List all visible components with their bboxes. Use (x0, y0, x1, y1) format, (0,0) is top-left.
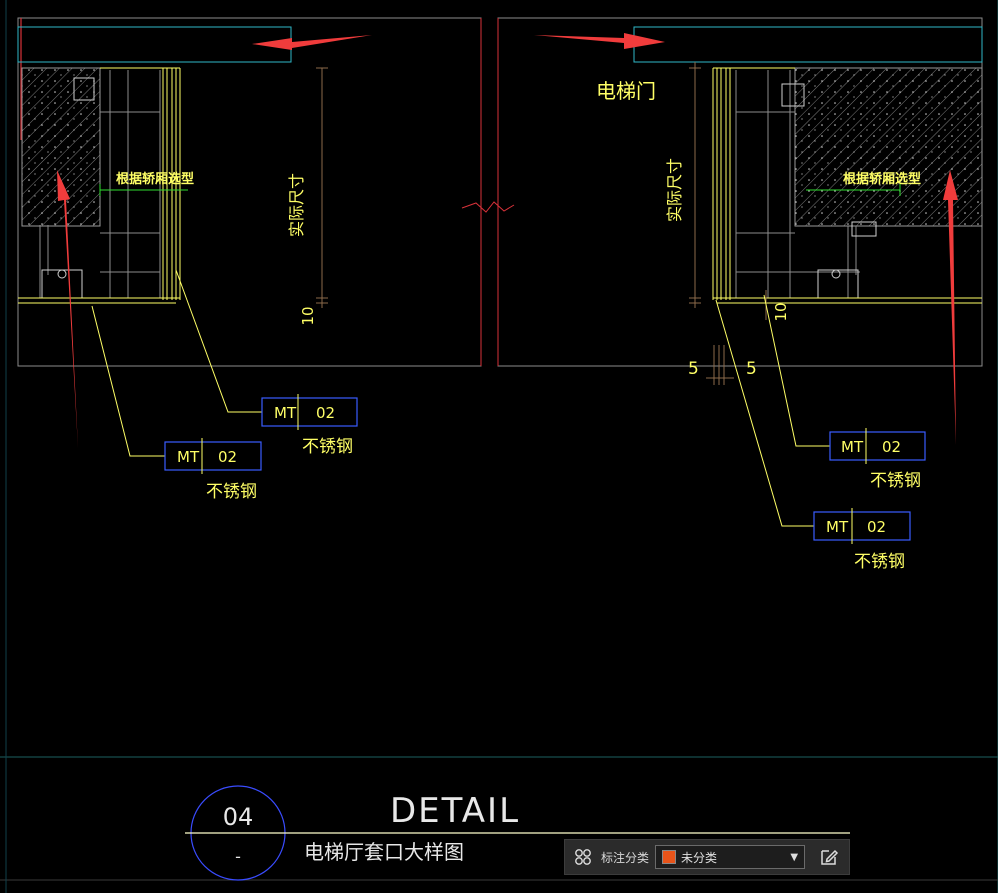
right-mid-bracket (851, 221, 877, 237)
right-steel-frame (735, 70, 860, 298)
tag-1-material: 不锈钢 (302, 437, 353, 457)
right-leader-2 (715, 299, 814, 527)
right-vertical-dimension (689, 62, 767, 385)
material-tag-3[interactable]: MT 02 不锈钢 (829, 428, 926, 491)
annotation-category-label: 标注分类 (601, 850, 650, 865)
right-concrete-aggregate (795, 68, 982, 226)
right-arrow-top (534, 33, 665, 49)
left-top-bracket (73, 77, 95, 101)
tag-4-code: MT (826, 518, 849, 536)
tag-1-code: MT (274, 404, 297, 422)
edit-icon (821, 849, 839, 865)
right-door-header (633, 26, 983, 63)
right-detail-view: 根据轿厢选型 电梯门 实际尺寸 10 5 5 (497, 17, 983, 527)
right-car-select-label: 根据轿厢选型 (843, 171, 921, 187)
material-tag-2[interactable]: MT 02 不锈钢 (164, 438, 262, 502)
tag-4-material: 不锈钢 (854, 552, 905, 572)
left-door-header (17, 26, 292, 63)
left-arrow-top (252, 35, 372, 50)
left-steel-frame (39, 70, 161, 298)
right-stainless-jamb (712, 67, 982, 304)
title-heading: DETAIL (390, 791, 520, 831)
title-number: 04 (223, 803, 254, 831)
tag-2-code: MT (177, 448, 200, 466)
title-block: 04 - DETAIL 电梯厅套口大样图 (185, 785, 850, 881)
left-actual-size-dim: 实际尺寸 (287, 173, 306, 237)
right-anchor-plate (817, 269, 859, 299)
tag-3-material: 不锈钢 (870, 471, 921, 491)
break-line-symbol (461, 201, 515, 213)
tag-3-number: 02 (882, 438, 901, 456)
annotation-category-select[interactable]: 未分类 ▼ (655, 845, 806, 869)
tag-4-number: 02 (867, 518, 886, 536)
right-dim-5-a: 5 (688, 359, 699, 379)
left-concrete-aggregate (22, 68, 100, 226)
right-actual-size-dim: 实际尺寸 (665, 158, 684, 222)
tag-2-material: 不锈钢 (206, 482, 257, 502)
left-leader-1 (175, 269, 262, 413)
right-bolt (831, 269, 841, 279)
left-car-select-label: 根据轿厢选型 (116, 171, 194, 187)
left-stainless-jamb (18, 67, 181, 304)
left-detail-view: 根据轿厢选型 实际尺寸 10 (17, 17, 482, 457)
chevron-down-icon: ▼ (790, 851, 799, 863)
left-vertical-dimension (316, 67, 328, 308)
grid-icon (575, 849, 591, 865)
elevator-door-label: 电梯门 (596, 79, 656, 103)
category-selected-value: 未分类 (681, 850, 718, 865)
left-leader-2 (91, 305, 165, 457)
title-sub: - (235, 847, 241, 866)
left-dim-10: 10 (299, 306, 317, 325)
tag-3-code: MT (841, 438, 864, 456)
title-caption: 电梯厅套口大样图 (304, 840, 464, 864)
right-dim-5-b: 5 (746, 359, 757, 379)
right-top-bracket (781, 83, 805, 107)
category-color-swatch (662, 850, 677, 864)
annotation-toolbar: 标注分类 未分类 ▼ (564, 839, 850, 875)
tag-2-number: 02 (218, 448, 237, 466)
right-leader-1 (763, 294, 830, 447)
edit-annotation-button[interactable] (815, 843, 843, 871)
left-arrow-vertical (57, 170, 78, 448)
right-dim-10: 10 (772, 302, 790, 321)
grid-view-button[interactable] (569, 843, 597, 871)
left-bolt (57, 269, 67, 279)
tag-1-number: 02 (316, 404, 335, 422)
material-tag-4[interactable]: MT 02 不锈钢 (813, 508, 911, 572)
right-arrow-vertical (943, 170, 958, 445)
material-tag-1[interactable]: MT 02 不锈钢 (261, 394, 358, 457)
